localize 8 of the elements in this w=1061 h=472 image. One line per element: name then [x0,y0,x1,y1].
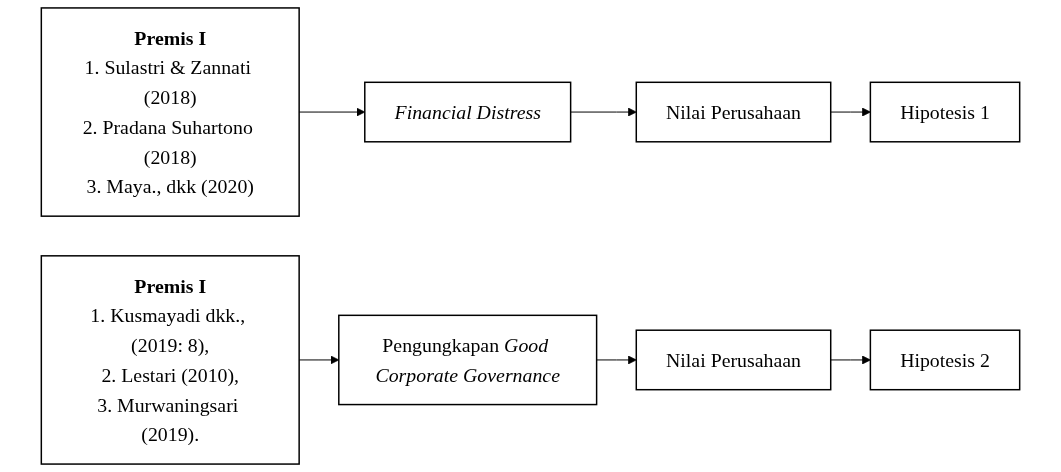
node-box: Hipotesis 2 [869,329,1021,391]
node-box: Nilai Perusahaan [635,329,832,391]
node-box: Premis I 1. Kusmayadi dkk., (2019: 8), 2. Lestari (2010), 3. Murwaningsari (2019). [40,255,300,465]
node-box: Hipotesis 1 [869,81,1021,143]
node-box: Premis I 1. Sulastri & Zannati (2018) 2. Pradana Suhartono (2018) 3. Maya., dkk (2020) [40,7,300,217]
node-box: Nilai Perusahaan [635,81,832,143]
node-box: Financial Distress [364,81,572,143]
node-box: Pengungkapan Good Corporate Governance [338,314,598,406]
